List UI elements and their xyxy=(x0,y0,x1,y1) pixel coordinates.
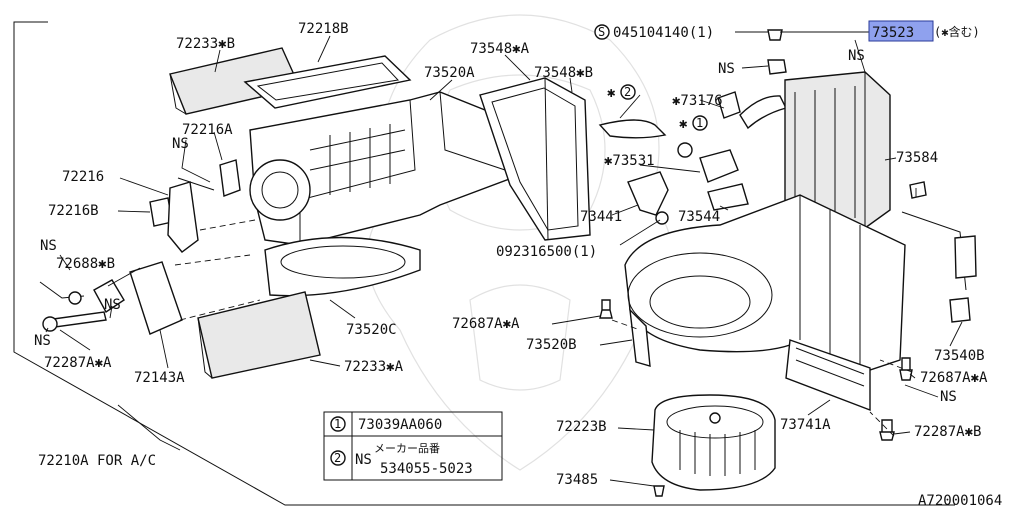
left-small-parts xyxy=(39,159,261,335)
bolt-045104140 xyxy=(767,29,783,41)
label-72210a: 72210A FOR A/C xyxy=(38,453,156,469)
legend-row2-marker-circle xyxy=(330,450,346,466)
highlight-73523 xyxy=(868,20,934,42)
legend-row2-text: 534055-5023 xyxy=(380,461,473,477)
bolt-092316500 xyxy=(655,211,669,225)
duct-73741a xyxy=(785,339,871,412)
legend-row2-note: メーカー品番 xyxy=(374,442,440,455)
blower-72223b xyxy=(651,394,776,491)
label-72688b: 72688✱B xyxy=(56,256,115,272)
bracket-73544 xyxy=(707,183,749,211)
legend-row1-marker-circle xyxy=(330,416,346,432)
link-72216 xyxy=(167,181,199,253)
label-ns-left-d: NS xyxy=(34,333,51,349)
label-73544: 73544 xyxy=(678,209,720,225)
screw-72687a-right xyxy=(899,357,913,381)
label-72287a-left: 72287A✱A xyxy=(44,355,112,371)
label-72233a: 72233✱A xyxy=(344,359,404,375)
legend-row1-text: 73039AA060 xyxy=(358,417,442,433)
label-73741a: 73741A xyxy=(780,417,831,433)
label-ns-left-c: NS xyxy=(104,297,121,313)
label-72218b: 72218B xyxy=(298,21,349,37)
label-73548b: 73548✱B xyxy=(534,65,593,81)
label-73485: 73485 xyxy=(556,472,598,488)
label-72216b: 72216B xyxy=(48,203,99,219)
filter-panel-a xyxy=(197,291,321,379)
label-72687a-mid: 72687A✱A xyxy=(452,316,520,332)
thermistor-73540b xyxy=(954,235,977,279)
label-73548a: 73548✱A xyxy=(470,41,530,57)
label-ns-left-a: NS xyxy=(172,136,189,152)
label-73520c: 73520C xyxy=(346,322,397,338)
label-circ1-star: ✱ xyxy=(679,116,688,132)
callout-labels: 72233✱B 72218B 73548✱A 73520A 73548✱B S … xyxy=(34,20,988,488)
label-72687a-right: 72687A✱A xyxy=(920,370,988,386)
label-73176: ✱73176 xyxy=(672,93,723,109)
legend-row2-ns: NS xyxy=(355,452,372,468)
label-72233b: 72233✱B xyxy=(176,36,235,52)
label-73540b: 73540B xyxy=(934,348,985,364)
case-73520b xyxy=(624,194,906,371)
clip-72688b xyxy=(68,291,82,305)
leader-lines xyxy=(45,31,963,487)
label-ns-left-b: NS xyxy=(40,238,57,254)
label-72216a: 72216A xyxy=(182,122,233,138)
valve-73176 xyxy=(717,91,741,119)
diagram-id: A720001064 xyxy=(918,493,1002,509)
marker-s: S xyxy=(598,25,605,39)
pipe-73176 xyxy=(739,95,788,130)
marker-s-circle xyxy=(594,24,610,40)
watermark-emblem xyxy=(366,14,674,471)
clip-ns-top xyxy=(767,59,787,75)
legend-row2-marker: 2 xyxy=(334,451,341,465)
seal-72218b xyxy=(243,55,412,109)
screw-73485 xyxy=(653,485,665,497)
housing-fan-opening xyxy=(249,159,311,221)
hose-circ2 xyxy=(598,119,667,139)
label-73523: 73523 xyxy=(872,25,914,41)
label-73584: 73584 xyxy=(896,150,938,166)
shroud-73520c xyxy=(264,236,421,297)
actuator-72216a xyxy=(219,159,241,197)
label-045104140: 045104140(1) xyxy=(613,25,714,41)
label-092316500: 092316500(1) xyxy=(496,244,597,260)
label-ns-top-b: NS xyxy=(848,48,865,64)
clip-ns xyxy=(93,279,125,314)
label-72287b: 72287A✱B xyxy=(914,424,981,440)
label-73441: 73441 xyxy=(580,209,622,225)
label-73523-note: (✱含む) xyxy=(934,24,980,39)
label-73520b: 73520B xyxy=(526,337,577,353)
label-73520a: 73520A xyxy=(424,65,475,81)
upper-parts xyxy=(169,47,591,379)
screw-72687a-mid xyxy=(599,299,613,319)
label-72216: 72216 xyxy=(62,169,104,185)
label-circ2-num: 2 xyxy=(624,85,631,99)
sensor-73584 xyxy=(909,181,927,199)
label-73531: ✱73531 xyxy=(604,153,655,169)
oring-circ1 xyxy=(677,142,693,158)
label-circ1-num: 1 xyxy=(696,116,703,130)
assembly-frame xyxy=(13,21,955,506)
pipe-73441 xyxy=(627,171,669,216)
label-72223b: 72223B xyxy=(556,419,607,435)
label-ns-top-a: NS xyxy=(718,61,735,77)
valve-73531 xyxy=(699,149,739,183)
label-ns-right: NS xyxy=(940,389,957,405)
screw-72287b xyxy=(879,419,895,441)
legend-row1-marker: 1 xyxy=(334,417,341,431)
label-72143a: 72143A xyxy=(134,370,185,386)
legend-table: 1 73039AA060 2 NS メーカー品番 534055-5023 xyxy=(323,411,503,481)
motor-72143a xyxy=(129,261,183,335)
label-circ2-star: ✱ xyxy=(607,85,616,101)
marker-circ1-circle xyxy=(692,115,708,131)
right-parts xyxy=(598,29,977,497)
marker-circ2-circle xyxy=(620,84,636,100)
upper-housing xyxy=(249,91,521,246)
